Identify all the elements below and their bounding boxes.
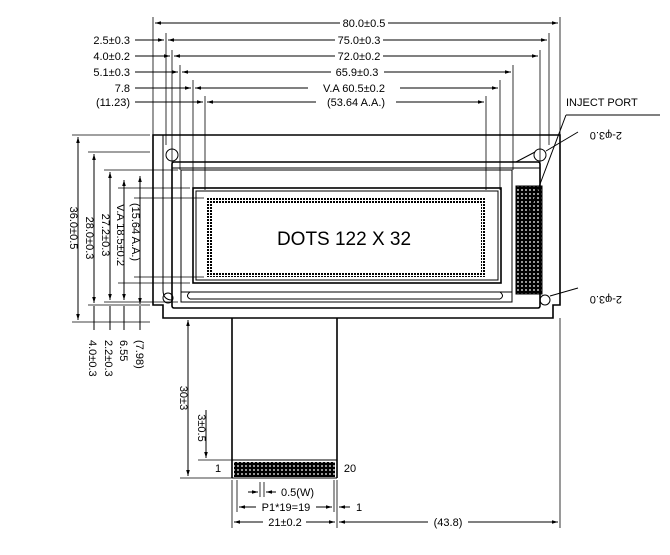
dim-fpc-length: 30±3 3±0.5 bbox=[177, 317, 232, 479]
glass-offset-label: 5.1±0.3 bbox=[93, 67, 130, 79]
inject-port-label: INJECT PORT bbox=[566, 97, 638, 109]
pcb-height-label: 28.0±0.3 bbox=[83, 217, 95, 260]
inject-port-area: INJECT PORT bbox=[515, 97, 660, 295]
fpc-offset-label: (43.8) bbox=[434, 517, 463, 529]
dim-active-area-width: (53.64 A.A.) bbox=[207, 97, 484, 109]
active-area-width-label: (53.64 A.A.) bbox=[327, 97, 385, 109]
viewing-area-width-label: V.A 60.5±0.2 bbox=[323, 83, 385, 95]
fpc-cable bbox=[231, 318, 338, 479]
dim-viewing-area-width: V.A 60.5±0.2 bbox=[195, 83, 498, 95]
dim-glass-width: 65.9±0.3 bbox=[182, 67, 511, 79]
dim-overall-height: 36.0±0.5 bbox=[67, 137, 80, 320]
glass-height-label: 27.2±0.3 bbox=[99, 214, 111, 257]
dim-active-area-height: (15.64 A.A.) bbox=[129, 176, 142, 304]
dim-bezel-width: 72.0±0.2 bbox=[174, 51, 538, 63]
hole-callout-top: 2-φ3.0 bbox=[590, 129, 622, 141]
glass-width-label: 65.9±0.3 bbox=[336, 67, 379, 79]
dim-pitch: P1*19=19 1 bbox=[236, 480, 362, 514]
fpc-pin-last-label: 20 bbox=[344, 463, 356, 475]
dim-glass-height: 27.2±0.3 bbox=[99, 172, 112, 300]
mounting-holes bbox=[162, 131, 579, 306]
aa-offset-label: (11.23) bbox=[96, 97, 130, 109]
dim-pcb-width: 75.0±0.3 bbox=[168, 35, 547, 47]
fpc-contact-length-label: 3±0.5 bbox=[195, 414, 207, 441]
overall-height-label: 36.0±0.5 bbox=[67, 207, 79, 250]
va-offset-label: 7.8 bbox=[115, 83, 130, 95]
dim-fpc-width: 21±0.2 (43.8) bbox=[231, 318, 561, 529]
hole-bottom-left-icon bbox=[162, 292, 174, 304]
left-offset-dims: 2.5±0.3 4.0±0.2 5.1±0.3 7.8 (11.23) bbox=[93, 35, 203, 109]
active-area: DOTS 122 X 32 bbox=[207, 198, 486, 277]
viewing-area-height-label: V.A 18.5±0.2 bbox=[114, 204, 126, 266]
dim-overall-width: 80.0±0.5 bbox=[155, 18, 558, 30]
va-bottom-offset-label: 6.55 bbox=[117, 340, 129, 361]
dim-pin-width: 0.5(W) bbox=[248, 482, 314, 499]
pin-width-label: 0.5(W) bbox=[281, 487, 314, 499]
pcb-width-label: 75.0±0.3 bbox=[338, 35, 381, 47]
active-area-height-label: (15.64 A.A.) bbox=[129, 203, 141, 261]
aa-bottom-offset-label: (7.98) bbox=[133, 340, 145, 369]
side-extension-lines bbox=[72, 134, 204, 323]
fpc-pin-first-label: 1 bbox=[215, 463, 221, 475]
display-resolution-label: DOTS 122 X 32 bbox=[277, 229, 411, 250]
bezel-offset-label: 4.0±0.2 bbox=[93, 51, 130, 63]
bezel-bottom-offset-label: 4.0±0.3 bbox=[86, 340, 98, 377]
hole-top-right-icon bbox=[533, 148, 547, 162]
fpc-width-label: 21±0.2 bbox=[268, 517, 302, 529]
dim-viewing-area-height: V.A 18.5±0.2 bbox=[114, 180, 126, 300]
fpc-end-margin-label: 1 bbox=[356, 502, 362, 514]
hole-top-left-icon bbox=[165, 148, 179, 162]
pitch-label: P1*19=19 bbox=[262, 502, 311, 514]
fpc-length-label: 30±3 bbox=[177, 386, 189, 410]
bottom-offset-dims: (7.98) 6.55 2.2±0.3 4.0±0.3 bbox=[86, 306, 145, 377]
hole-callout-bottom: 2-φ3.0 bbox=[590, 293, 622, 305]
hole-offset-label: 2.5±0.3 bbox=[93, 35, 130, 47]
bezel-width-label: 72.0±0.2 bbox=[338, 51, 381, 63]
glass-bottom-offset-label: 2.2±0.3 bbox=[102, 340, 114, 377]
overall-width-label: 80.0±0.5 bbox=[343, 18, 386, 30]
dim-pcb-height: 28.0±0.3 bbox=[83, 154, 96, 303]
hole-bottom-right-icon bbox=[539, 294, 551, 306]
